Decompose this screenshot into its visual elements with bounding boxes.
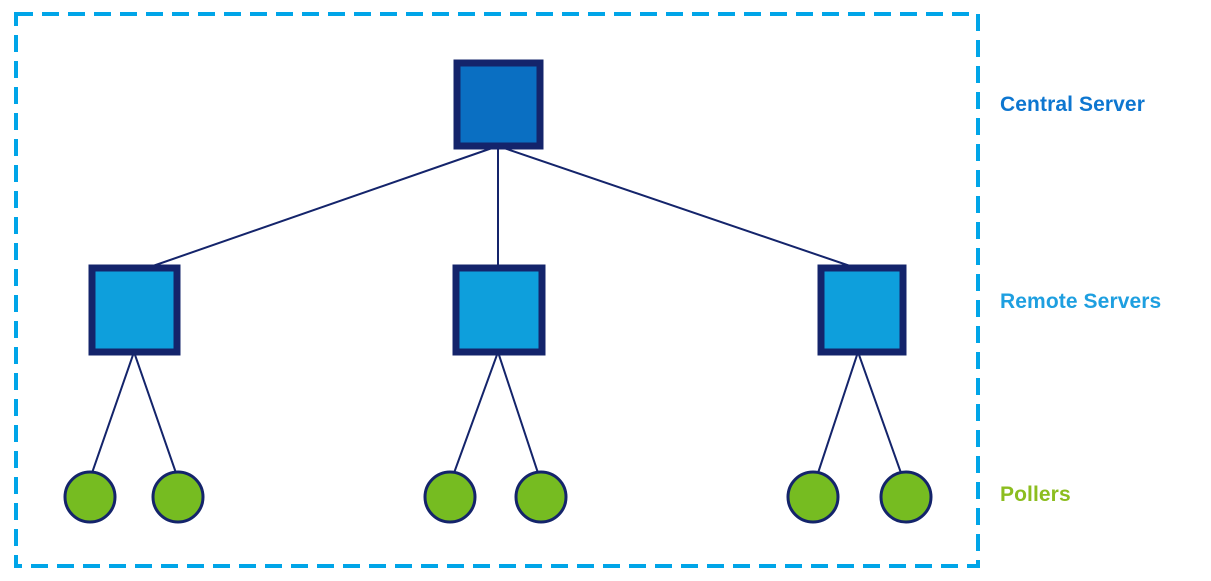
remote-server-node-3[interactable] [817,264,907,356]
remote-server-square-3[interactable] [817,264,907,356]
connector-remote-3-to-poller-5 [817,351,859,474]
remote-server-node-2[interactable] [452,264,546,356]
tier-label-pollers: Pollers [1000,483,1071,506]
tier-label-central-server: Central Server [1000,93,1145,116]
remote-server-square-2[interactable] [452,264,546,356]
central-server-node[interactable] [453,59,544,150]
connector-group-central-to-remote [146,145,857,269]
remote-server-node-1[interactable] [88,264,181,356]
connector-remote-2-to-poller-4 [497,351,539,474]
connector-remote-1-to-poller-1 [91,351,135,474]
remote-server-square-1[interactable] [88,264,181,356]
poller-circle-2[interactable] [151,470,205,524]
poller-circle-5[interactable] [786,470,840,524]
poller-node-2[interactable] [151,470,205,524]
connector-remote-3-to-poller-6 [857,351,902,474]
connector-remote-1-to-poller-2 [133,351,177,474]
poller-node-4[interactable] [514,470,568,524]
poller-circle-6[interactable] [879,470,933,524]
poller-circle-3[interactable] [423,470,477,524]
central-server-square[interactable] [453,59,544,150]
deployment-boundary-dashed-rect [14,12,980,568]
poller-circle-1[interactable] [63,470,117,524]
connector-remote-2-to-poller-3 [453,351,499,474]
connector-group-remote-to-pollers [91,351,902,474]
poller-node-5[interactable] [786,470,840,524]
connector-central-to-remote-1 [146,145,499,269]
poller-circle-4[interactable] [514,470,568,524]
poller-node-1[interactable] [63,470,117,524]
poller-node-6[interactable] [879,470,933,524]
poller-node-3[interactable] [423,470,477,524]
connector-central-to-remote-3 [497,145,857,269]
tier-label-remote-servers: Remote Servers [1000,290,1162,313]
